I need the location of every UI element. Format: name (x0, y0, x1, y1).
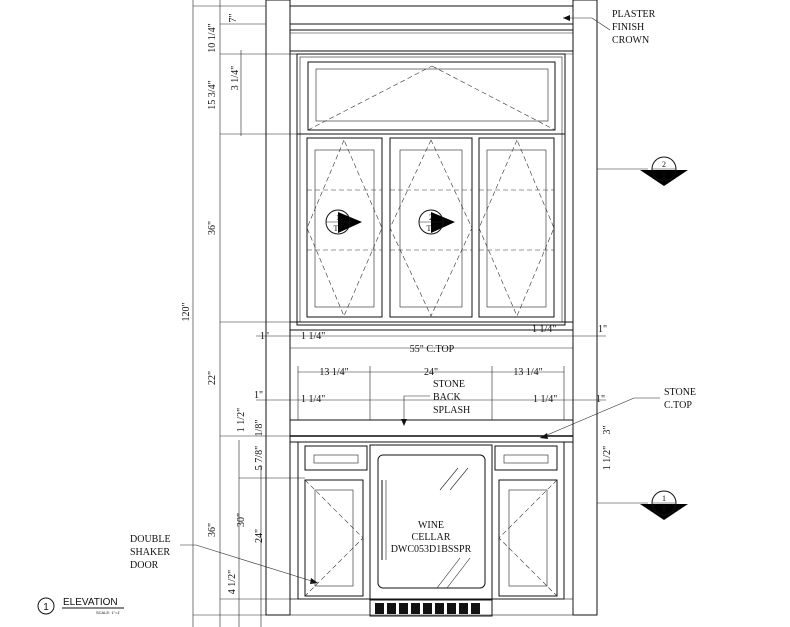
dim-15-3-4: 15 3/4" (207, 80, 218, 109)
transom-window (297, 61, 565, 135)
wine-cellar-label-line1: WINE (418, 520, 444, 531)
dim-1-left-b: 1" (254, 390, 263, 401)
note-ctop-line1: STONE (664, 387, 696, 398)
dim-22: 22" (207, 371, 218, 385)
marker-number: 2 (429, 213, 433, 222)
note-door-line3: DOOR (130, 560, 159, 571)
section-marker-2-t: 2 T (597, 156, 688, 186)
wine-cellar-label: WINE CELLAR DWC053D1BSSPR (391, 520, 472, 555)
dim-10-1-4: 10 1/4" (207, 23, 218, 52)
window-frame (290, 53, 573, 331)
dim-36-lower: 36" (207, 523, 218, 537)
dim-1-1-4-right-b: 1 1/4" (533, 394, 557, 405)
drawing-number: 1 (43, 602, 49, 613)
wine-cellar-grille (369, 599, 493, 617)
note-plaster-crown: PLASTER FINISH CROWN (563, 9, 656, 46)
drawing-title-text: ELEVATION (63, 597, 118, 608)
dim-24-horizontal: 24" (424, 367, 438, 378)
wine-cellar-label-line3: DWC053D1BSSPR (391, 544, 472, 555)
dim-4-1-2: 4 1/2" (227, 570, 238, 594)
section-marker-1-t: 1 T (597, 490, 688, 520)
marker-sheet: T (662, 505, 667, 514)
dim-120: 120" (181, 302, 192, 321)
dim-1-8: 1/8" (254, 420, 265, 437)
dim-1-1-4-left: 1 1/4" (301, 331, 325, 342)
drawing-title: 1 ELEVATION SCALE: 1"=1' (37, 597, 124, 615)
casement-window-right (478, 137, 555, 318)
note-stone-back-splash: STONE BACK SPLASH (401, 379, 470, 426)
horizontal-dimension-lines (256, 335, 606, 420)
dim-3-1-4: 3 1/4" (230, 66, 241, 90)
dim-1-1-2-right: 1 1/2" (602, 446, 613, 470)
dim-1-1-4-right: 1 1/4" (532, 324, 556, 335)
shaker-door-left (304, 479, 364, 597)
dim-55-ctop: 55" C.TOP (410, 344, 455, 355)
note-ctop-line2: C.TOP (664, 400, 692, 411)
plaster-crown (290, 5, 573, 55)
stone-back-splash (289, 419, 574, 437)
note-stone-ctop: STONE C.TOP (539, 387, 696, 439)
note-backsplash-line2: BACK (433, 392, 462, 403)
marker-number: 1 (662, 494, 666, 503)
left-wall-pier (265, 0, 291, 616)
dim-7: 7" (228, 13, 239, 22)
casement-window-center (389, 137, 473, 318)
dim-30: 30" (236, 513, 247, 527)
marker-sheet: T2 (427, 224, 436, 233)
dim-13-1-4-right: 13 1/4" (513, 367, 542, 378)
drawer-right (494, 445, 558, 471)
drawing-scale: SCALE: 1"=1' (96, 610, 121, 615)
drawer-left (304, 445, 368, 471)
section-marker-2-t2: 2 T2 (418, 209, 455, 235)
vertical-dimension-lines (192, 0, 305, 627)
note-door-line1: DOUBLE (130, 534, 171, 545)
dim-1-left-a: 1" (260, 331, 269, 342)
note-door-line2: SHAKER (130, 547, 170, 558)
note-plaster-line2: FINISH (612, 22, 644, 33)
dim-1-1-4-left-b: 1 1/4" (301, 394, 325, 405)
horizontal-dimension-labels: 1" 1 1/4" 1 1/4" 1" 55" C.TOP 13 1/4" 24… (254, 324, 613, 470)
marker-sheet: T2 (334, 224, 343, 233)
dim-3-right: 3" (602, 425, 613, 434)
dim-1-right-a: 1" (598, 324, 607, 335)
dim-1-1-2-left: 1 1/2" (236, 408, 247, 432)
right-wall-pier (572, 0, 598, 616)
note-backsplash-line1: STONE (433, 379, 465, 390)
section-marker-1-t2: 1 T2 (325, 209, 362, 235)
marker-number: 2 (662, 160, 666, 169)
wine-cellar-label-line2: CELLAR (412, 532, 451, 543)
marker-number: 1 (336, 213, 340, 222)
shaker-door-right (498, 479, 558, 597)
marker-sheet: T (662, 171, 667, 180)
note-plaster-line3: CROWN (612, 35, 649, 46)
note-double-shaker-door: DOUBLE SHAKER DOOR (130, 534, 319, 584)
stone-countertop (289, 435, 574, 443)
dim-1-right-b: 1" (596, 394, 605, 405)
note-backsplash-line3: SPLASH (433, 405, 470, 416)
dim-13-1-4-left: 13 1/4" (319, 367, 348, 378)
dim-24-vertical: 24" (254, 529, 265, 543)
wine-cellar-unit (369, 444, 493, 600)
dim-36-upper: 36" (207, 221, 218, 235)
note-plaster-line1: PLASTER (612, 9, 656, 20)
vertical-dimension-labels: 7" 10 1/4" 3 1/4" 15 3/4" 36" 120" 22" 1… (181, 13, 265, 594)
casement-window-left (306, 137, 383, 318)
dim-5-7-8: 5 7/8" (254, 446, 265, 470)
